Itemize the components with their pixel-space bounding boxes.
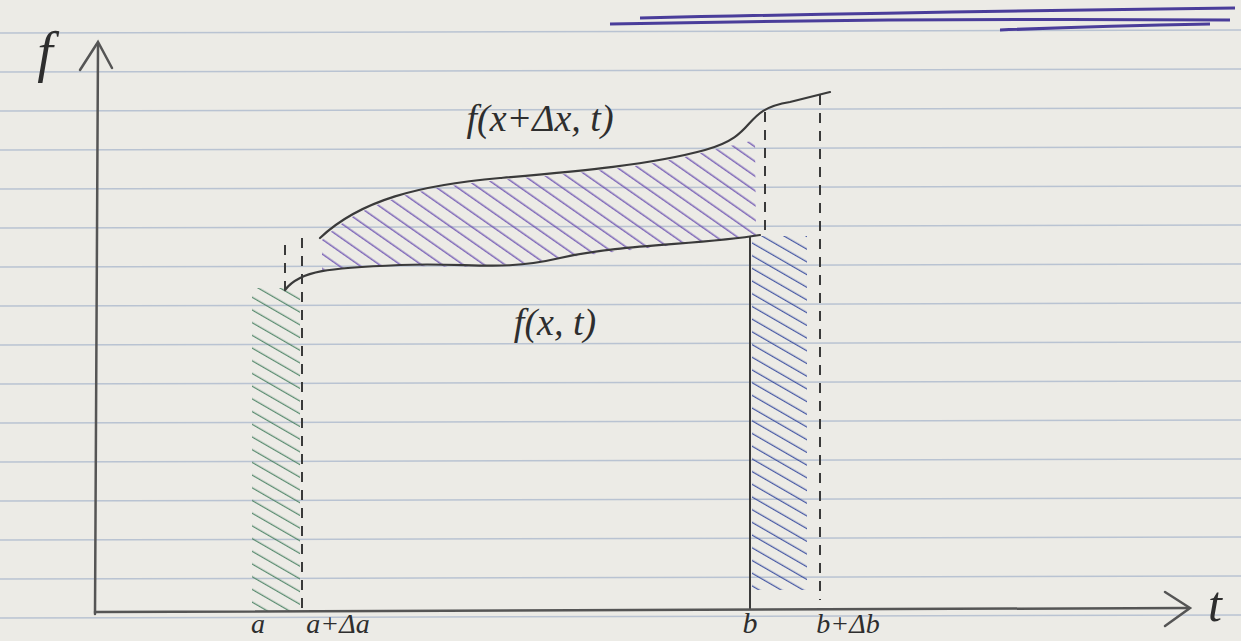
- tick-label: a+Δa: [304, 610, 371, 638]
- ruled-paper: [0, 30, 1241, 618]
- axes: [80, 42, 1190, 626]
- purple-region: [322, 140, 756, 270]
- tick-label: b+Δb: [814, 610, 881, 638]
- b-line: [749, 236, 751, 610]
- axis-name: f: [35, 24, 55, 80]
- tick-label: a: [249, 610, 267, 638]
- top-underline: [610, 8, 1235, 30]
- curve-label: f(x, t): [512, 303, 598, 341]
- axis-name: t: [1206, 579, 1224, 629]
- tick-label: b: [741, 608, 760, 638]
- curve-label: f(x+Δx, t): [464, 99, 615, 137]
- curves: [285, 92, 830, 290]
- green-strip: [252, 288, 300, 612]
- dashed-guides: [285, 95, 820, 610]
- blue-strip: [752, 236, 807, 590]
